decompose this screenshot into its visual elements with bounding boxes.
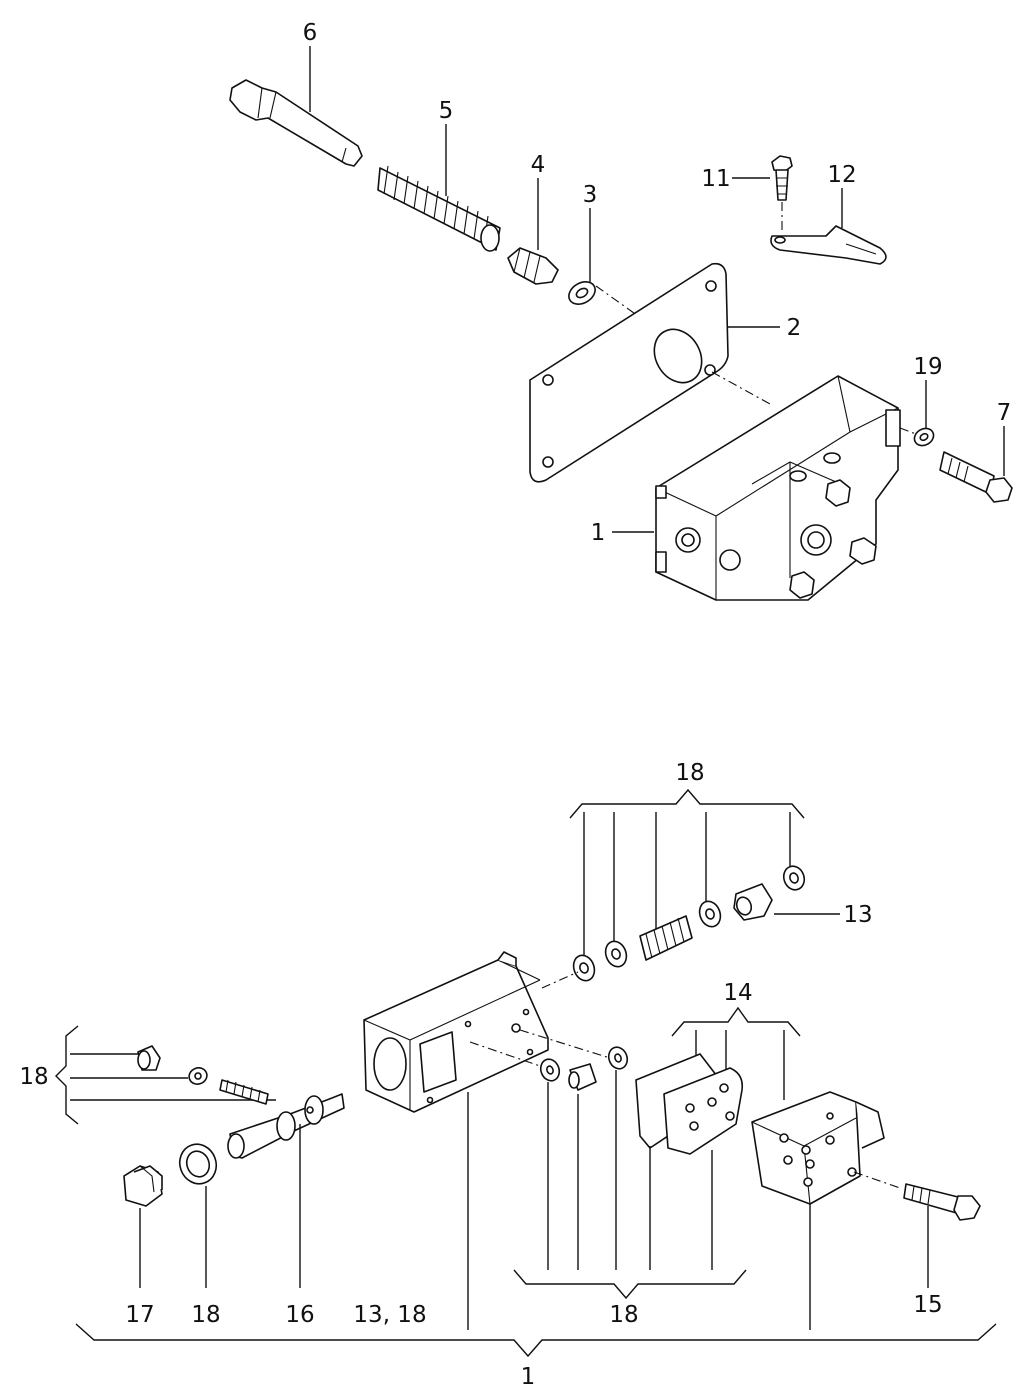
part-13-body	[363, 951, 549, 1113]
part-18-oring	[178, 1143, 218, 1288]
upper-parts-row	[572, 865, 840, 982]
label-15: 15	[913, 1292, 942, 1318]
part-cover-block	[751, 1091, 885, 1205]
part-15-bolt	[903, 1183, 981, 1288]
label-14: 14	[723, 980, 752, 1006]
label-16: 16	[285, 1302, 314, 1328]
label-6: 6	[303, 20, 318, 46]
label-18-ring: 18	[191, 1302, 220, 1328]
part-7-bolt	[939, 426, 1013, 503]
label-18-left: 18	[19, 1064, 48, 1090]
label-1-group: 1	[521, 1364, 536, 1390]
label-3: 3	[583, 182, 598, 208]
part-5-spring	[377, 124, 501, 252]
bottom-assembly	[55, 788, 997, 1358]
part-6-pin	[229, 46, 363, 167]
label-2: 2	[787, 315, 802, 341]
label-18-middle: 18	[609, 1302, 638, 1328]
label-13-18: 13, 18	[353, 1302, 426, 1328]
labels-bottom: 18 13 14 18 17 18 16 13, 18 18 15 1	[19, 760, 942, 1390]
labels-top: 6 5 4 3 11 12 2 19 7 1	[303, 20, 1012, 546]
label-1: 1	[591, 520, 606, 546]
part-4-nozzle	[507, 178, 559, 285]
part-12-bracket	[770, 188, 887, 265]
bracket-18-middle	[513, 1269, 747, 1300]
part-17-plug	[123, 1165, 163, 1288]
label-13: 13	[843, 902, 872, 928]
label-17: 17	[125, 1302, 154, 1328]
part-1-valve-block	[612, 375, 901, 601]
part-11-screw	[732, 155, 793, 201]
label-5: 5	[439, 98, 454, 124]
part-14-gaskets	[635, 1053, 744, 1155]
left-small-parts	[137, 1045, 269, 1105]
label-18-top: 18	[675, 760, 704, 786]
bracket-18-top	[569, 788, 805, 819]
part-2-gasket	[529, 262, 780, 483]
top-assembly	[229, 46, 1013, 601]
bracket-14	[671, 1006, 801, 1037]
label-4: 4	[531, 152, 546, 178]
label-19: 19	[913, 354, 942, 380]
label-12: 12	[827, 162, 856, 188]
small-body-parts	[539, 1046, 629, 1091]
part-19-washer	[913, 380, 935, 447]
part-16-spool	[227, 1093, 345, 1288]
part-3-washer	[568, 208, 596, 305]
label-11: 11	[701, 166, 730, 192]
bracket-1-bottom	[75, 1323, 997, 1358]
bracket-18-left	[55, 1025, 79, 1125]
label-7: 7	[997, 400, 1012, 426]
